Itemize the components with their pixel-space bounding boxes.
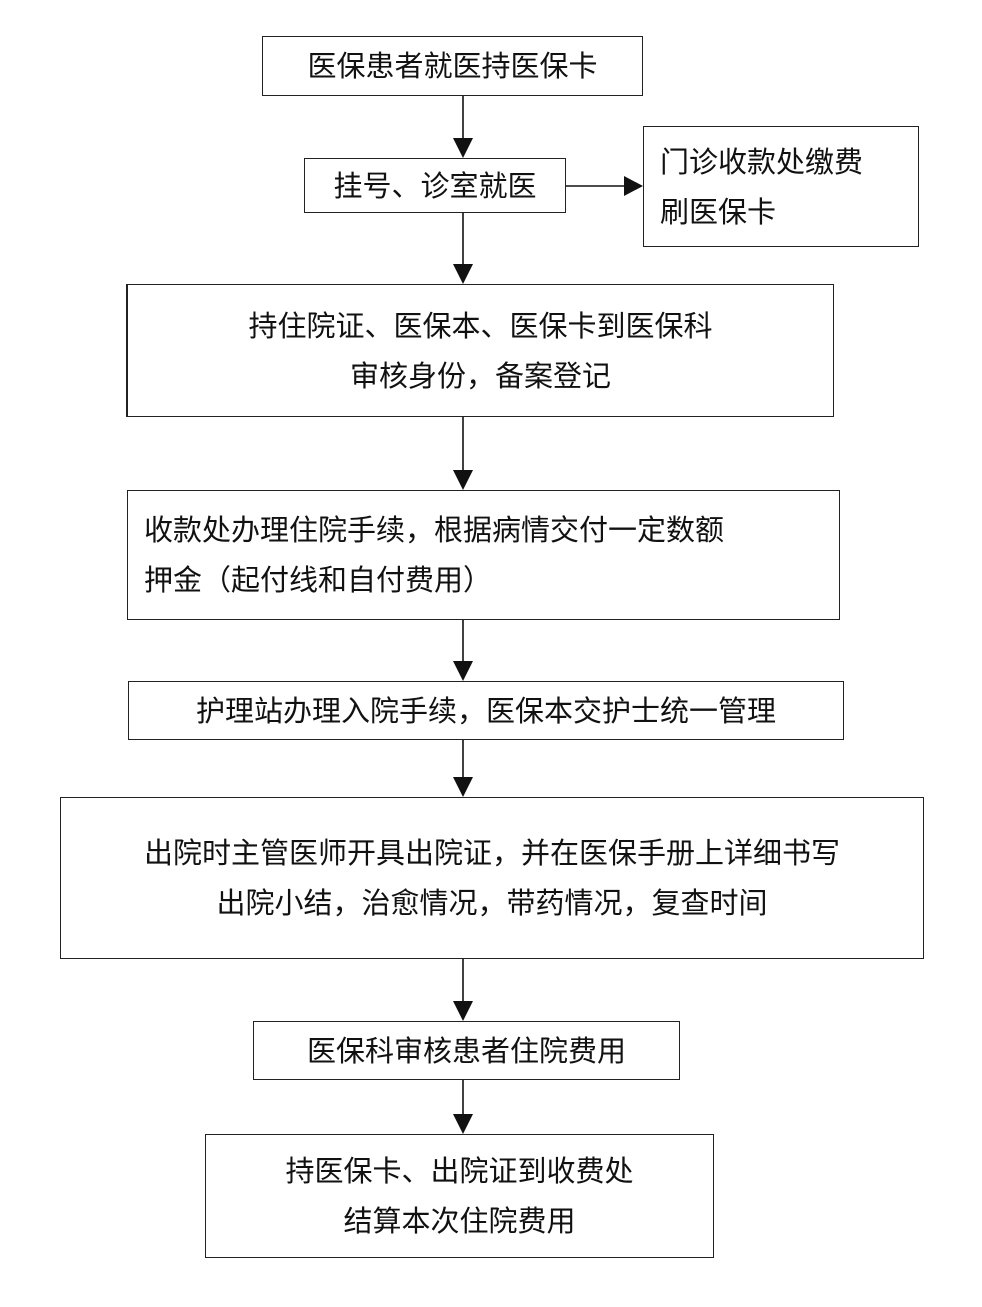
step-8-box: 持医保卡、出院证到收费处 结算本次住院费用 [205, 1134, 714, 1258]
step-4-text: 收款处办理住院手续，根据病情交付一定数额 押金（起付线和自付费用） [144, 513, 725, 597]
step-5-text: 护理站办理入院手续，医保本交护士统一管理 [195, 693, 776, 728]
step-4-box: 收款处办理住院手续，根据病情交付一定数额 押金（起付线和自付费用） [127, 490, 840, 620]
arrow-step2-to-step3 [453, 213, 473, 284]
step-2-text: 挂号、诊室就医 [333, 168, 537, 203]
step-6-box: 出院时主管医师开具出院证，并在医保手册上详细书写 出院小结，治愈情况，带药情况，… [60, 797, 924, 959]
arrow-step7-to-step8 [453, 1080, 473, 1134]
step-8-text: 持医保卡、出院证到收费处 结算本次住院费用 [285, 1154, 634, 1238]
step-1-box: 医保患者就医持医保卡 [262, 36, 643, 96]
step-1-text: 医保患者就医持医保卡 [307, 49, 598, 83]
arrow-step5-to-step6 [453, 740, 473, 797]
step-7-box: 医保科审核患者住院费用 [253, 1021, 680, 1080]
arrow-step1-to-step2 [453, 96, 473, 158]
arrow-step4-to-step5 [453, 620, 473, 681]
arrow-step6-to-step7 [453, 959, 473, 1021]
step-3-box: 持住院证、医保本、医保卡到医保科 审核身份，备案登记 [126, 284, 834, 417]
step-2-box: 挂号、诊室就医 [304, 158, 566, 213]
step-3-text: 持住院证、医保本、医保卡到医保科 审核身份，备案登记 [248, 308, 713, 393]
side-step-text: 门诊收款处缴费 刷医保卡 [660, 144, 864, 229]
step-7-text: 医保科审核患者住院费用 [306, 1033, 626, 1068]
arrow-step3-to-step4 [453, 417, 473, 490]
side-step-box: 门诊收款处缴费 刷医保卡 [643, 126, 919, 247]
step-5-box: 护理站办理入院手续，医保本交护士统一管理 [128, 681, 844, 740]
arrow-step2-to-side [566, 176, 643, 196]
step-6-text: 出院时主管医师开具出院证，并在医保手册上详细书写 出院小结，治愈情况，带药情况，… [143, 836, 840, 920]
